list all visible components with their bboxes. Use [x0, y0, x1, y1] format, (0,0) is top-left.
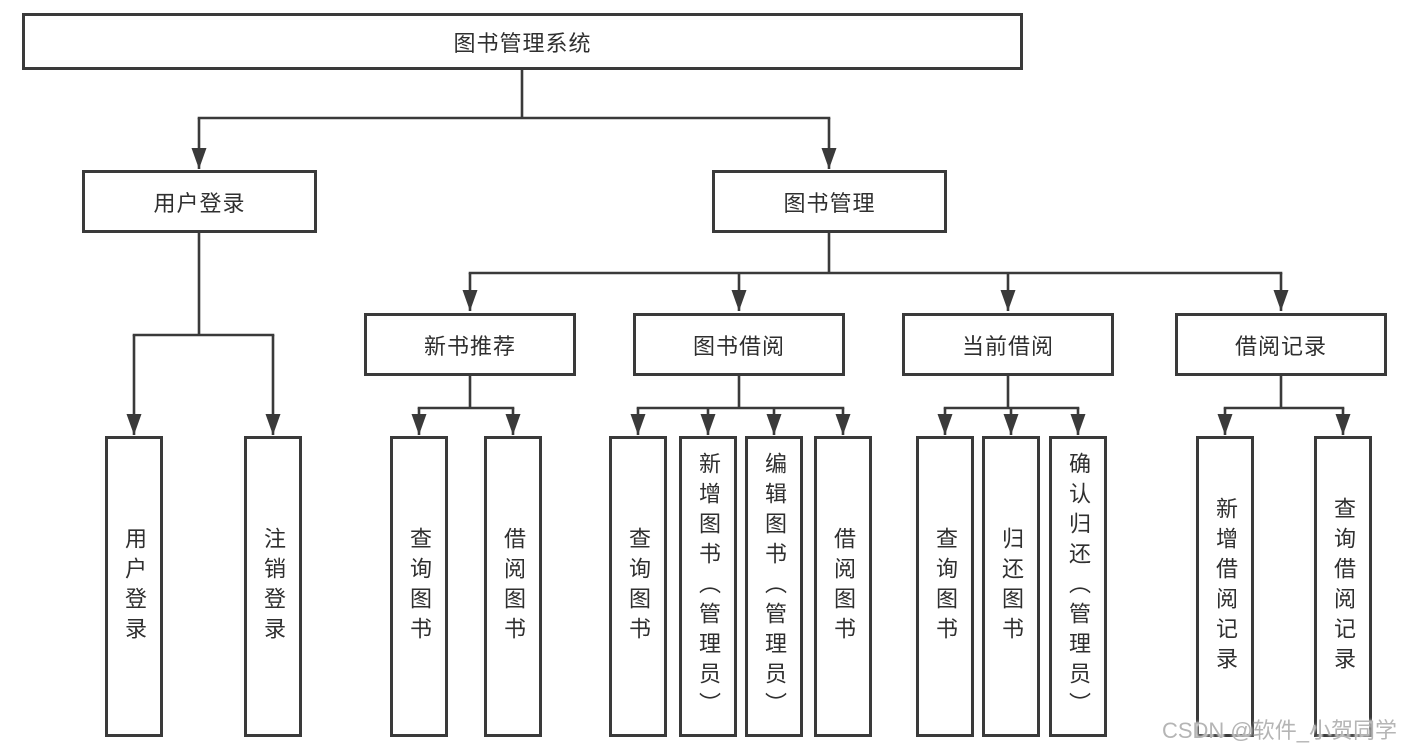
node-library-management-system: 图书管理系统	[22, 13, 1023, 70]
node-label: 归还图书	[999, 526, 1024, 647]
leaf-borrow-books-recommend: 借阅图书	[484, 436, 542, 737]
leaf-borrow-books: 借阅图书	[814, 436, 872, 737]
node-label: 编辑图书（管理员）	[762, 451, 787, 722]
leaf-edit-book-admin: 编辑图书（管理员）	[745, 436, 803, 737]
leaf-logout: 注销登录	[244, 436, 302, 737]
node-label: 确认归还（管理员）	[1066, 451, 1091, 722]
leaf-add-book-admin: 新增图书（管理员）	[679, 436, 737, 737]
leaf-return-book: 归还图书	[982, 436, 1040, 737]
node-label: 查询图书	[407, 526, 432, 647]
node-book-management: 图书管理	[712, 170, 947, 233]
leaf-add-borrow-record: 新增借阅记录	[1196, 436, 1254, 737]
leaf-query-books-borrow: 查询图书	[609, 436, 667, 737]
node-label: 图书借阅	[692, 333, 785, 359]
node-label: 当前借阅	[961, 333, 1054, 359]
node-label: 注销登录	[261, 526, 286, 647]
node-borrow-records: 借阅记录	[1175, 313, 1387, 376]
node-new-book-recommend: 新书推荐	[364, 313, 576, 376]
leaf-user-login: 用户登录	[105, 436, 163, 737]
node-label: 借阅图书	[831, 526, 856, 647]
node-label: 图书管理	[783, 190, 876, 216]
node-label: 新书推荐	[423, 333, 516, 359]
leaf-query-borrow-record: 查询借阅记录	[1314, 436, 1372, 737]
node-label: 用户登录	[153, 190, 246, 216]
node-current-borrow: 当前借阅	[902, 313, 1114, 376]
leaf-query-books-recommend: 查询图书	[390, 436, 448, 737]
node-label: 借阅记录	[1234, 333, 1327, 359]
node-label: 新增借阅记录	[1213, 496, 1238, 677]
node-label: 查询借阅记录	[1331, 496, 1356, 677]
watermark: CSDN @软件_小贺同学	[1161, 718, 1397, 743]
node-label: 借阅图书	[501, 526, 526, 647]
leaf-query-books-current: 查询图书	[916, 436, 974, 737]
node-user-login: 用户登录	[82, 170, 317, 233]
node-label: 图书管理系统	[453, 30, 592, 56]
leaf-confirm-return-admin: 确认归还（管理员）	[1049, 436, 1107, 737]
node-book-borrow: 图书借阅	[633, 313, 845, 376]
node-label: 用户登录	[122, 526, 147, 647]
node-label: 查询图书	[933, 526, 958, 647]
node-label: 新增图书（管理员）	[696, 451, 721, 722]
node-label: 查询图书	[626, 526, 651, 647]
